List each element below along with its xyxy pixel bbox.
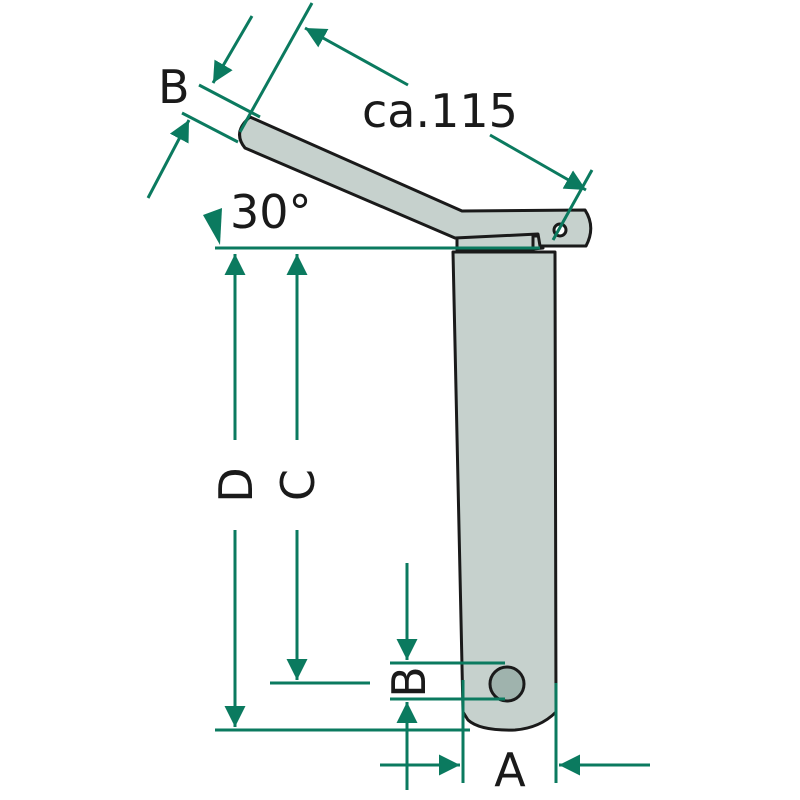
pin-hole [488, 665, 526, 703]
label-b-top: B [158, 60, 190, 114]
label-angle: 30° [230, 185, 312, 239]
label-b-bottom: B [382, 666, 436, 698]
label-d: D [209, 467, 263, 502]
angle-arrow [203, 208, 222, 245]
label-c: C [271, 469, 325, 501]
pin-shaft [451, 250, 558, 732]
label-handle-length: ca.115 [362, 84, 518, 138]
label-a: A [494, 743, 526, 797]
dimensions [146, 2, 650, 790]
